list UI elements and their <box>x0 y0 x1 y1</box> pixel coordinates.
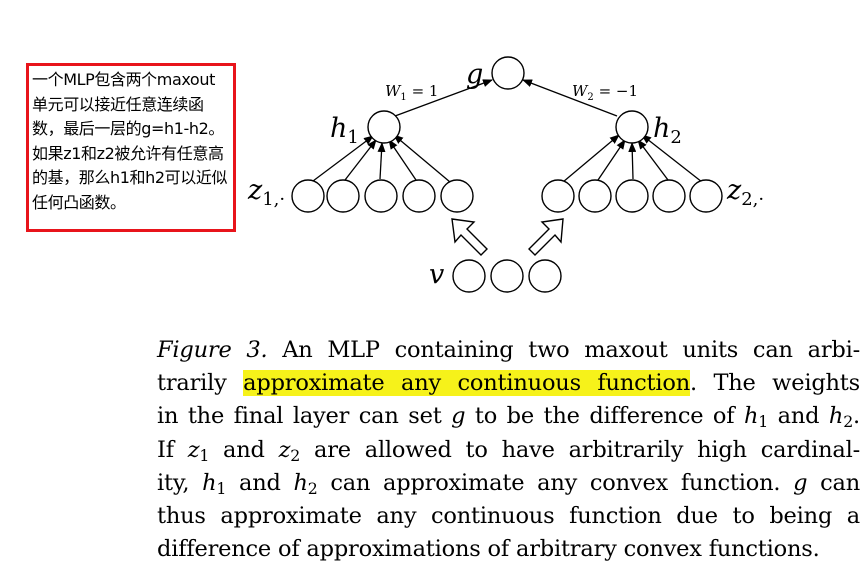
node-z1 <box>364 179 398 213</box>
annotation-text: 一个MLP包含两个maxout单元可以接近任意连续函数，最后一层的g=h1-h2… <box>32 70 228 212</box>
node-v <box>452 259 486 293</box>
caption-line: trarily approximate any continuous funct… <box>157 370 860 397</box>
node-z1 <box>326 179 360 213</box>
label-g: g <box>466 59 483 90</box>
caption-line: in the final layer can set g to be the d… <box>157 403 860 432</box>
edge-z2-h2 <box>637 139 669 181</box>
node-z1 <box>440 179 474 213</box>
label-z2: z2,· <box>726 175 764 210</box>
node-z2 <box>578 179 612 213</box>
node-g <box>491 56 525 90</box>
node-z1 <box>402 179 436 213</box>
caption-line: Figure 3. An MLP containing two maxout u… <box>157 337 860 363</box>
node-z2 <box>541 179 575 213</box>
edge-z1-h1 <box>344 139 377 181</box>
caption-line: ity, h1 and h2 can approximate any conve… <box>157 469 861 498</box>
label-h2: h2 <box>653 113 682 148</box>
node-z2 <box>689 179 723 213</box>
label-w1: W1 = 1 <box>385 82 438 103</box>
caption-line: thus approximate any continuous function… <box>157 503 860 530</box>
edge-z1-h1 <box>377 142 386 180</box>
edge-z2-h2 <box>628 142 637 180</box>
label-z1: z1,· <box>247 175 285 210</box>
node-v <box>528 259 562 293</box>
caption-line: If z1 and z2 are allowed to have arbitra… <box>157 436 860 465</box>
edge-z1-h1 <box>312 135 374 182</box>
edge-z2-h2 <box>597 139 626 181</box>
maxout-diagram: g W1 = 1 W2 = −1 h1 h2 z1,· z2,· v <box>247 56 764 293</box>
edge-h1-g <box>394 79 493 117</box>
node-v <box>490 259 524 293</box>
caption-label: Figure 3. <box>157 337 268 363</box>
arrow-v-z1-icon <box>451 218 488 256</box>
caption-line: difference of approximations of arbitrar… <box>157 536 820 563</box>
label-h1: h1 <box>330 113 359 148</box>
edge-h2-g <box>522 79 618 117</box>
node-h1 <box>367 110 401 144</box>
node-z2 <box>615 179 649 213</box>
label-v: v <box>429 259 444 290</box>
edge-z2-h2 <box>562 134 620 183</box>
edge-z1-h1 <box>393 134 451 183</box>
highlighted-phrase: approximate any continuous function <box>243 370 690 397</box>
node-h2 <box>615 110 649 144</box>
edge-z2-h2 <box>641 134 703 183</box>
node-z1 <box>291 179 325 213</box>
annotation-note: 一个MLP包含两个maxout单元可以接近任意连续函数，最后一层的g=h1-h2… <box>26 63 236 232</box>
arrow-v-z2-icon <box>528 218 564 256</box>
label-w2: W2 = −1 <box>572 82 638 103</box>
figure-caption: Figure 3. An MLP containing two maxout u… <box>157 334 860 566</box>
edge-z1-h1 <box>388 139 417 181</box>
node-z2 <box>652 179 686 213</box>
